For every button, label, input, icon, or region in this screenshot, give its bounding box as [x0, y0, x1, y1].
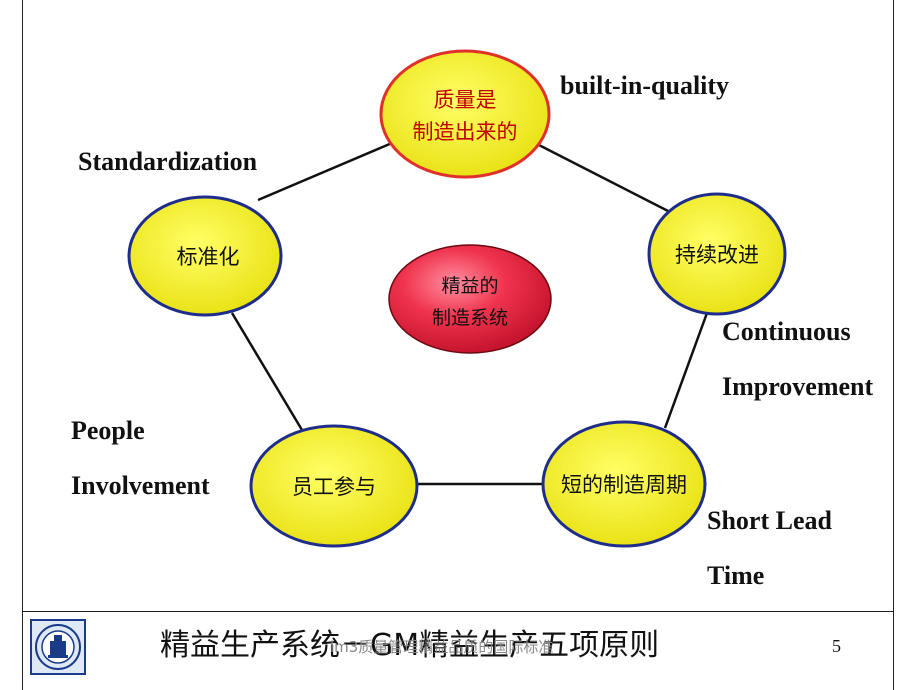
node-short-lead-time: 短的制造周期: [541, 420, 707, 548]
label-continuous: Continuous: [722, 317, 851, 346]
label-improvement: Improvement: [722, 372, 874, 401]
node-built-in-quality: 质量是 制造出来的: [379, 49, 551, 179]
node-center-line2: 制造系统: [432, 307, 508, 329]
node-top-line2: 制造出来的: [413, 120, 518, 144]
node-center-line1: 精益的: [441, 275, 498, 297]
node-top-line1: 质量是: [434, 88, 497, 112]
node-right-text: 持续改进: [675, 243, 759, 267]
node-left-text: 标准化: [177, 245, 240, 269]
node-bottom-right-text: 短的制造周期: [561, 473, 687, 497]
label-built-in-quality: built-in-quality: [560, 71, 730, 100]
edge-right-bottomright: [663, 312, 709, 429]
label-involvement: Involvement: [71, 471, 210, 500]
node-lean-system-center: 精益的 制造系统: [388, 244, 552, 354]
lean-principles-diagram: 质量是 制造出来的 标准化 持续改进 员工参与 短的制造周期 精益的 制造系统: [127, 49, 787, 548]
label-standardization: Standardization: [78, 147, 258, 176]
label-people: People: [71, 416, 145, 445]
node-people-involvement: 员工参与: [249, 424, 419, 548]
connector-lines: [230, 141, 709, 486]
footer-divider: [22, 611, 894, 612]
footer-watermark-text: lm3质量管理精益品质的国际标准: [330, 638, 554, 656]
node-continuous-improvement: 持续改进: [647, 192, 787, 316]
university-crest-icon: [30, 619, 86, 675]
edge-left-bottomleft: [230, 312, 304, 431]
edge-top-left: [257, 141, 393, 202]
page-number: 5: [832, 636, 841, 656]
edge-top-right: [534, 141, 671, 214]
footer-title: 精益生产系统－GM精益生产五项原则: [160, 628, 660, 663]
label-time: Time: [707, 561, 765, 590]
label-short-lead: Short Lead: [707, 506, 832, 535]
frame-right-border: [893, 0, 894, 690]
frame-left-border: [22, 0, 23, 690]
node-bottom-left-text: 员工参与: [292, 475, 376, 499]
node-standardization: 标准化: [127, 195, 283, 317]
